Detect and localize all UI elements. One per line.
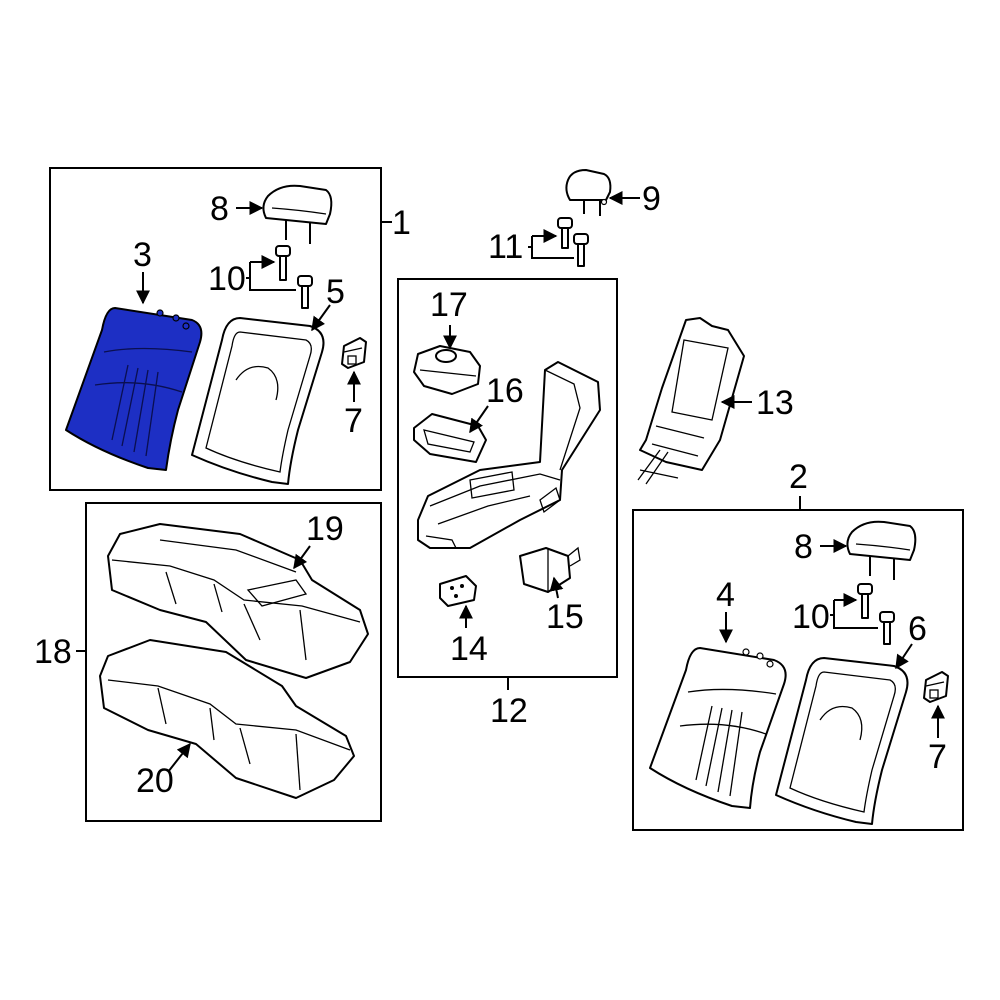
callout-4: 4 xyxy=(716,576,735,614)
callout-5: 5 xyxy=(326,273,345,311)
callout-14: 14 xyxy=(450,630,488,668)
group-box-2 xyxy=(632,509,964,831)
callout-17: 17 xyxy=(430,286,468,324)
seat-back-pad-part-5[interactable] xyxy=(191,317,325,485)
callout-12: 12 xyxy=(490,692,528,730)
callout-11: 11 xyxy=(488,228,523,266)
callout-7-right: 7 xyxy=(928,738,947,776)
callout-9: 9 xyxy=(642,180,661,218)
callout-10-right: 10 xyxy=(792,598,830,636)
callout-15: 15 xyxy=(546,598,584,636)
headrest-guides-part-11[interactable] xyxy=(557,217,589,267)
armrest-assembly[interactable] xyxy=(417,361,601,549)
group-box-18 xyxy=(85,502,382,822)
callout-3: 3 xyxy=(133,236,152,274)
seat-back-pad-part-6[interactable] xyxy=(775,657,909,825)
control-switch-part-17[interactable] xyxy=(413,345,481,395)
usb-connector-part-15[interactable] xyxy=(519,546,581,593)
callout-7-left: 7 xyxy=(344,402,363,440)
headrest-latch-part-7-left[interactable] xyxy=(341,337,367,369)
callout-19: 19 xyxy=(306,510,344,548)
headrest-guides-part-10-left[interactable] xyxy=(275,245,313,309)
seat-back-cover-part-4[interactable] xyxy=(649,647,787,809)
callout-1: 1 xyxy=(392,204,411,242)
callout-18: 18 xyxy=(34,633,72,671)
switch-part-14[interactable] xyxy=(439,575,477,607)
callout-20: 20 xyxy=(136,762,174,800)
cup-holder-part-16[interactable] xyxy=(413,413,487,463)
callout-2: 2 xyxy=(789,458,808,496)
headrest-latch-part-7-right[interactable] xyxy=(923,671,949,703)
callout-13: 13 xyxy=(756,384,794,422)
seat-back-cover-part-3[interactable] xyxy=(65,307,203,471)
headrest-part-9[interactable] xyxy=(565,169,612,216)
headrest-guides-part-10-right[interactable] xyxy=(857,583,895,645)
callout-6: 6 xyxy=(908,610,927,648)
armrest-frame-part-13[interactable] xyxy=(637,317,745,485)
callout-8-right: 8 xyxy=(794,528,813,566)
callout-10-left: 10 xyxy=(208,260,246,298)
headrest-part-8-right[interactable] xyxy=(846,520,917,580)
callout-8-left: 8 xyxy=(210,190,229,228)
seat-cushion-pad-part-20[interactable] xyxy=(99,639,355,799)
group-box-1 xyxy=(49,167,382,491)
callout-16: 16 xyxy=(486,372,524,410)
seat-cushion-cover-part-19[interactable] xyxy=(107,523,369,679)
headrest-part-8-left[interactable] xyxy=(262,184,333,244)
